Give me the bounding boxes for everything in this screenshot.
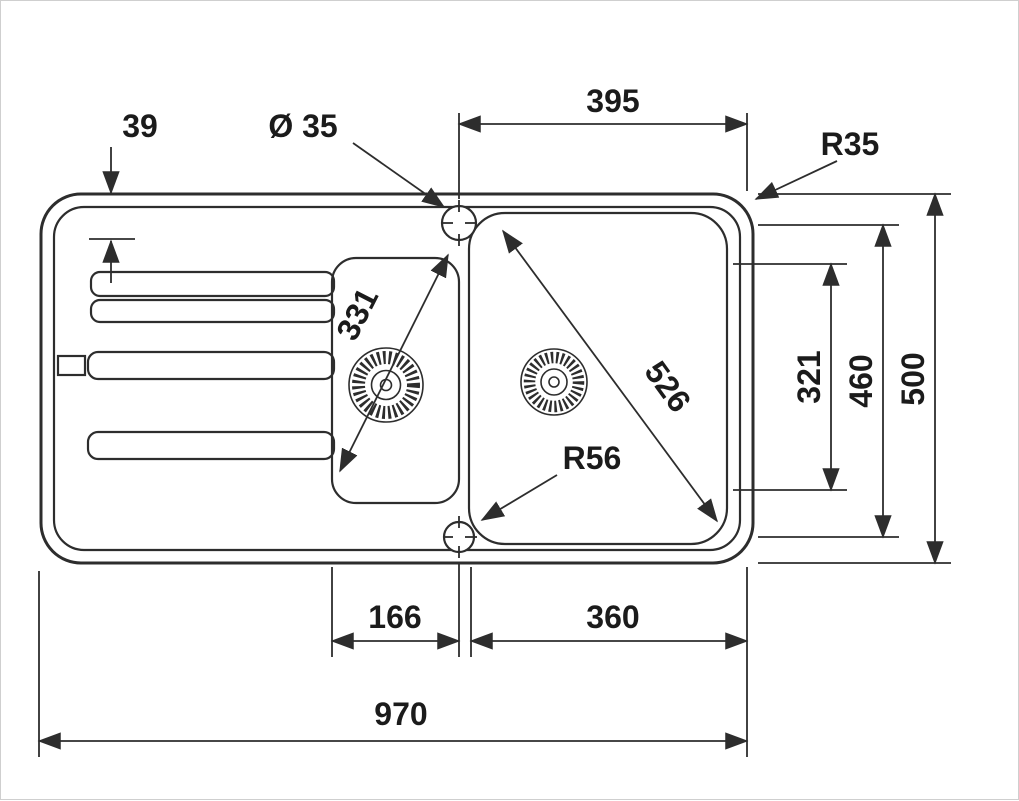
dim-rim-offset: 39 — [89, 108, 158, 283]
drainboard-ridge — [86, 430, 336, 461]
dim-331-label: 331 — [329, 282, 385, 346]
sink-body — [39, 192, 755, 565]
dim-bowl-inner-depth: 321 — [733, 262, 847, 492]
main-bowl-drain — [520, 348, 588, 416]
dim-outer-corner-radius: R35 — [754, 126, 880, 200]
dim-r56-label: R56 — [563, 440, 622, 476]
main-bowl — [467, 211, 729, 546]
dim-970-label: 970 — [374, 696, 427, 732]
sink-rim-inner-edge — [52, 205, 742, 552]
tap-hole-top — [440, 200, 478, 246]
half-bowl-drain — [348, 347, 424, 423]
dim-460-label: 460 — [843, 354, 879, 407]
dim-166-label: 166 — [368, 599, 421, 635]
drainboard-ridge — [86, 350, 336, 381]
sink-outer-edge — [39, 192, 755, 565]
dim-tap-hole-diameter: Ø 35 — [268, 108, 446, 208]
drainboard-ridge — [89, 270, 336, 298]
dim-main-bowl-diagonal: 526 — [502, 229, 718, 523]
drainboard-ridge — [89, 298, 336, 324]
dim-tap-hole-label: Ø 35 — [268, 108, 337, 144]
tap-hole-bottom — [442, 516, 477, 558]
dim-main-bowl-width: 360 — [469, 567, 749, 757]
dim-526-label: 526 — [638, 354, 699, 418]
dim-360-label: 360 — [586, 599, 639, 635]
drainboard — [56, 270, 336, 461]
dim-half-bowl-width: 166 — [330, 563, 461, 657]
main-bowl-edge — [467, 211, 729, 546]
dim-500-label: 500 — [895, 352, 931, 405]
dim-overall-depth: 500 — [758, 192, 951, 565]
dim-395-label: 395 — [586, 83, 639, 119]
dim-bowl-section-width: 395 — [457, 83, 749, 199]
drainboard-tab — [56, 354, 87, 377]
dim-321-label: 321 — [791, 350, 827, 403]
dim-bowl-outer-depth: 460 — [758, 223, 899, 539]
dim-rim-offset-label: 39 — [122, 108, 158, 144]
dim-r35-label: R35 — [821, 126, 880, 162]
dim-bowl-corner-radius: R56 — [480, 440, 622, 521]
dim-overall-width: 970 — [37, 571, 749, 757]
